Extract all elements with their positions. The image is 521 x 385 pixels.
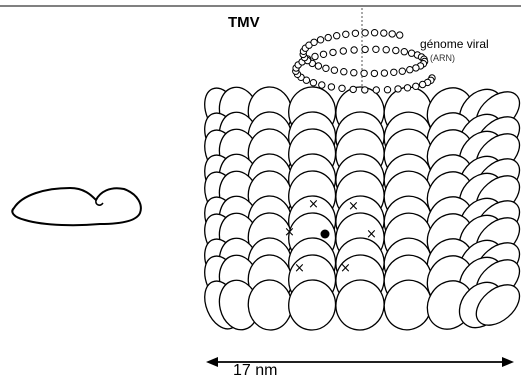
rna-genome-coil bbox=[293, 30, 436, 94]
genome-sublabel: (ARN) bbox=[430, 53, 455, 63]
rna-bead bbox=[319, 82, 325, 88]
rna-bead bbox=[362, 30, 368, 36]
marker-x: × bbox=[308, 197, 319, 212]
protein-subunit-outline bbox=[12, 188, 141, 225]
rna-bead bbox=[325, 34, 331, 40]
capsid-helix bbox=[198, 79, 521, 337]
rna-bead bbox=[413, 65, 419, 71]
rna-bead bbox=[419, 81, 425, 87]
marker-x: × bbox=[340, 261, 351, 276]
marker-x: × bbox=[366, 227, 377, 242]
rna-bead bbox=[331, 67, 337, 73]
rna-bead bbox=[320, 51, 326, 57]
rna-bead bbox=[340, 48, 346, 54]
rna-bead bbox=[328, 84, 334, 90]
rna-bead bbox=[389, 31, 395, 37]
rna-bead bbox=[312, 53, 318, 59]
rna-bead bbox=[323, 65, 329, 71]
rna-bead bbox=[393, 47, 399, 53]
rna-bead bbox=[361, 70, 367, 76]
dimension-arrowhead-left bbox=[206, 357, 218, 367]
rna-bead bbox=[397, 32, 403, 38]
genome-label: génome viral bbox=[420, 37, 489, 51]
rna-bead bbox=[407, 67, 413, 73]
rna-bead bbox=[399, 68, 405, 74]
dimension-arrowhead-right bbox=[502, 357, 514, 367]
marker-x: × bbox=[284, 225, 295, 240]
rna-bead bbox=[404, 85, 410, 91]
marker-x: × bbox=[294, 261, 305, 276]
rna-bead bbox=[341, 69, 347, 75]
rna-bead bbox=[373, 46, 379, 52]
rna-bead bbox=[350, 86, 356, 92]
rna-bead bbox=[384, 87, 390, 93]
rna-bead bbox=[330, 49, 336, 55]
rna-bead bbox=[315, 63, 321, 69]
rna-bead bbox=[381, 70, 387, 76]
rna-bead bbox=[310, 80, 316, 86]
rna-bead bbox=[351, 47, 357, 53]
rna-bead bbox=[395, 86, 401, 92]
rna-bead bbox=[351, 70, 357, 76]
rna-bead bbox=[352, 30, 358, 36]
rna-bead bbox=[401, 49, 407, 55]
rna-bead bbox=[311, 39, 317, 45]
dimension-label: 17 nm bbox=[233, 362, 277, 380]
rna-bead bbox=[317, 37, 323, 43]
rna-bead bbox=[339, 85, 345, 91]
rna-bead bbox=[381, 30, 387, 36]
rna-bead bbox=[383, 47, 389, 53]
diagram-title: TMV bbox=[228, 14, 260, 31]
rna-bead bbox=[371, 70, 377, 76]
marker-x: × bbox=[348, 199, 359, 214]
rna-bead bbox=[362, 87, 368, 93]
rna-bead bbox=[334, 33, 340, 39]
rna-bead bbox=[343, 31, 349, 37]
rna-bead bbox=[413, 83, 419, 89]
marker-dot bbox=[321, 230, 330, 239]
rna-bead bbox=[391, 69, 397, 75]
rna-bead bbox=[373, 87, 379, 93]
rna-bead bbox=[371, 30, 377, 36]
rna-bead bbox=[362, 46, 368, 52]
